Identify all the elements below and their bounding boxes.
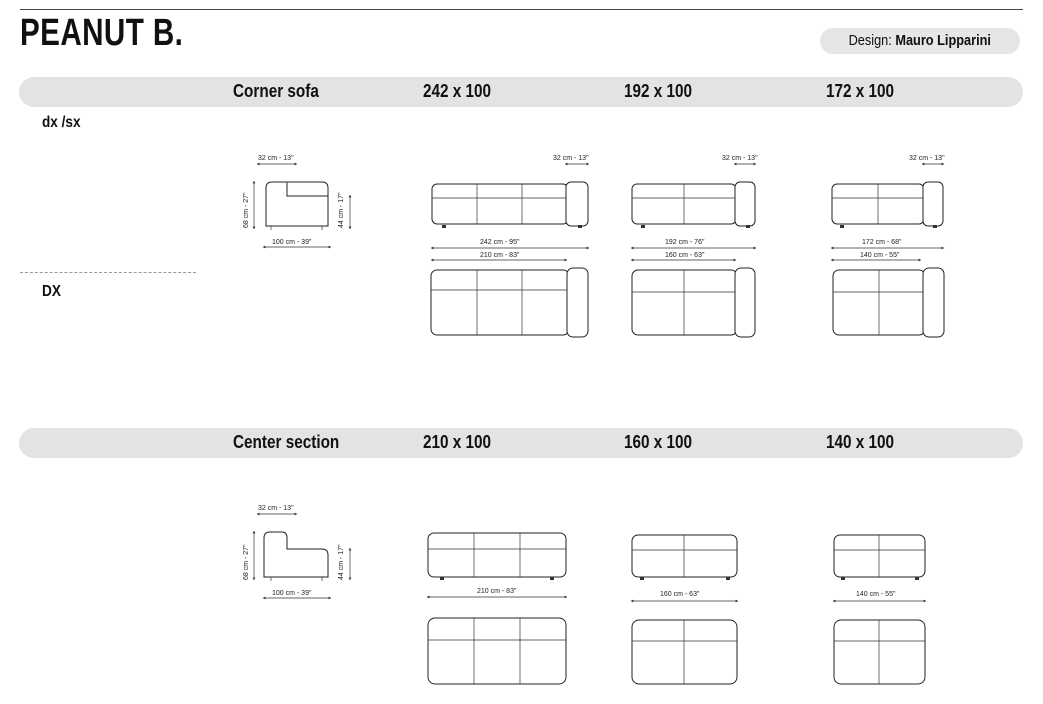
- center-210-width-dim: 210 cm - 83": [477, 588, 517, 595]
- center-section-title: Center section: [233, 432, 340, 452]
- center-side-seat: 44 cm - 17": [338, 544, 345, 580]
- corner-side-seat: 44 cm - 17": [338, 192, 345, 228]
- corner-242-top: [430, 267, 589, 338]
- corner-172-front: 32 cm - 13" 172 cm - 68" 140 cm - 55": [830, 155, 945, 262]
- center-size-3: 140 x 100: [826, 432, 895, 452]
- designer-name: Mauro Lipparini: [895, 32, 992, 49]
- corner-section-header: Corner sofa 242 x 100 192 x 100 172 x 10…: [19, 77, 1023, 107]
- center-side-view: 32 cm - 13" 68 cm - 27" 44 cm - 17" 100 …: [243, 505, 352, 600]
- center-160-width-dim: 160 cm - 63": [660, 591, 700, 598]
- center-210-top: [427, 617, 567, 685]
- corner-242-front: 32 cm - 13" 242 cm - 95" 210 cm - 83": [430, 155, 590, 262]
- corner-172-arm-dim: 32 cm - 13": [909, 155, 945, 162]
- center-160-top: [631, 619, 738, 685]
- center-side-depth: 32 cm - 13": [258, 505, 294, 512]
- corner-242-arm-dim: 32 cm - 13": [553, 155, 589, 162]
- corner-section-title: Corner sofa: [233, 81, 319, 101]
- corner-side-depth: 32 cm - 13": [258, 155, 294, 162]
- center-140-width-dim: 140 cm - 55": [856, 591, 896, 598]
- row-label-dx-sx: dx /sx: [42, 114, 81, 131]
- corner-size-3: 172 x 100: [826, 81, 895, 101]
- corner-172-total-dim: 172 cm - 68": [862, 239, 902, 246]
- corner-size-2: 192 x 100: [624, 81, 693, 101]
- center-size-2: 160 x 100: [624, 432, 693, 452]
- corner-192-total-dim: 192 cm - 76": [665, 239, 705, 246]
- center-210-front: 210 cm - 83": [426, 532, 568, 599]
- corner-172-seat-dim: 140 cm - 55": [860, 252, 900, 259]
- corner-192-front: 32 cm - 13" 192 cm - 76" 160 cm - 63": [630, 155, 758, 262]
- corner-172-top: [832, 267, 945, 338]
- center-160-front: 160 cm - 63": [630, 534, 739, 603]
- corner-side-width: 100 cm - 39": [272, 239, 312, 246]
- designer-badge: Design: Mauro Lipparini: [820, 28, 1020, 54]
- center-size-1: 210 x 100: [423, 432, 492, 452]
- corner-side-height: 68 cm - 27": [243, 192, 250, 228]
- center-140-top: [833, 619, 926, 685]
- page-title: PEANUT B.: [20, 12, 184, 54]
- row-label-dx: DX: [42, 283, 61, 300]
- corner-side-view: 32 cm - 13" 68 cm - 27" 44 cm - 17" 100 …: [243, 155, 352, 249]
- corner-192-arm-dim: 32 cm - 13": [722, 155, 758, 162]
- corner-242-total-dim: 242 cm - 95": [480, 239, 520, 246]
- corner-size-1: 242 x 100: [423, 81, 492, 101]
- center-section-header: Center section 210 x 100 160 x 100 140 x…: [19, 428, 1023, 458]
- corner-192-top: [631, 267, 756, 338]
- center-side-width: 100 cm - 39": [272, 590, 312, 597]
- row-divider: [20, 272, 196, 273]
- center-side-height: 68 cm - 27": [243, 544, 250, 580]
- corner-242-seat-dim: 210 cm - 83": [480, 252, 520, 259]
- top-rule: [20, 9, 1023, 10]
- corner-192-seat-dim: 160 cm - 63": [665, 252, 705, 259]
- center-140-front: 140 cm - 55": [832, 534, 927, 603]
- design-label: Design:: [848, 32, 893, 49]
